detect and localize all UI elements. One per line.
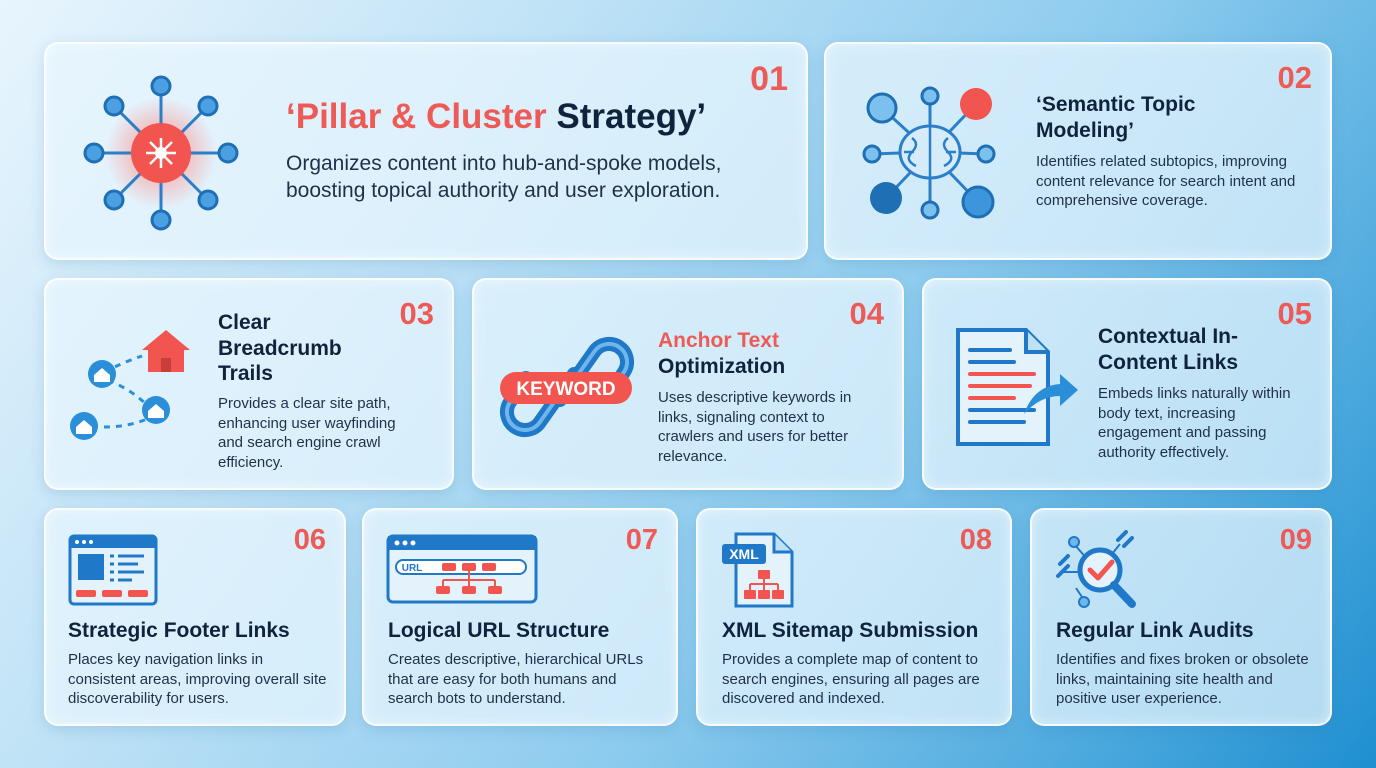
card-number: 05 [1277,296,1312,331]
card-breadcrumb-trails: 03 Clear Breadcrumb Trails Provides a cl… [44,278,454,490]
card-description: Provides a complete map of content to se… [722,651,980,707]
card-footer-links: 06 Strategic Footer Links Places key nav… [44,508,346,726]
xml-label: XML [729,546,759,562]
card-title-accent: Anchor Text [658,329,779,352]
card-number: 01 [750,60,788,98]
link-audit-magnifier-icon [1054,530,1146,610]
card-description: Places key navigation links in consisten… [68,651,327,707]
card-number: 08 [959,524,992,556]
card-title: Contextual In-Content Links [1098,325,1238,374]
keyword-label: KEYWORD [516,379,615,400]
card-title: ‘Semantic Topic Modeling’ [1036,93,1196,142]
url-label: URL [402,563,423,574]
card-description: Creates descriptive, hierarchical URLs t… [388,651,644,707]
brain-network-icon [860,82,1000,222]
card-number: 02 [1277,60,1312,95]
card-number: 07 [625,524,658,556]
card-title-rest: Strategy’ [546,97,707,136]
document-link-icon [954,328,1084,448]
home-breadcrumb-icon [68,326,198,446]
card-url-structure: 07 URL Logical URL Structure Creates des… [362,508,678,726]
link-keyword-icon: KEYWORD [498,322,638,452]
card-number: 03 [399,296,434,331]
browser-url-icon: URL [386,534,540,606]
card-contextual-links: 05 Contextual In-Content Links Embeds li… [922,278,1332,490]
card-title-accent: ‘Pillar & Cluster [286,97,547,136]
card-pillar-cluster: 01 [44,42,808,260]
card-description: Organizes content into hub-and-spoke mod… [286,152,722,203]
card-title: XML Sitemap Submission [722,619,979,642]
card-description: Provides a clear site path, enhancing us… [218,395,396,471]
card-title: Regular Link Audits [1056,619,1254,642]
card-link-audits: 09 Regular Link Audits Identifies and fi… [1030,508,1332,726]
card-description: Identifies and fixes broken or obsolete … [1056,651,1309,707]
card-title: Strategic Footer Links [68,619,290,642]
card-title: ‘Pillar & Cluster Strategy’ [286,96,706,139]
hub-network-icon [80,72,242,234]
card-semantic-topic: 02 ‘Semantic Topic Modelin [824,42,1332,260]
card-description: Embeds links naturally within body text,… [1098,385,1291,461]
card-xml-sitemap: 08 XML XML Sitemap Submission Provides a… [696,508,1012,726]
xml-sitemap-icon: XML [720,530,796,610]
card-title: Logical URL Structure [388,619,610,642]
card-title-rest: Optimization [658,354,786,378]
card-anchor-text: 04 KEYWORD Anchor Text Optimization Uses… [472,278,904,490]
browser-footer-icon [68,534,158,606]
card-title: Anchor Text Optimization [658,328,858,379]
card-number: 04 [849,296,884,331]
card-title: Clear Breadcrumb Trails [218,311,342,386]
card-number: 06 [293,524,326,556]
card-description: Identifies related subtopics, improving … [1036,153,1296,209]
card-description: Uses descriptive keywords in links, sign… [658,389,852,465]
card-number: 09 [1279,524,1312,556]
